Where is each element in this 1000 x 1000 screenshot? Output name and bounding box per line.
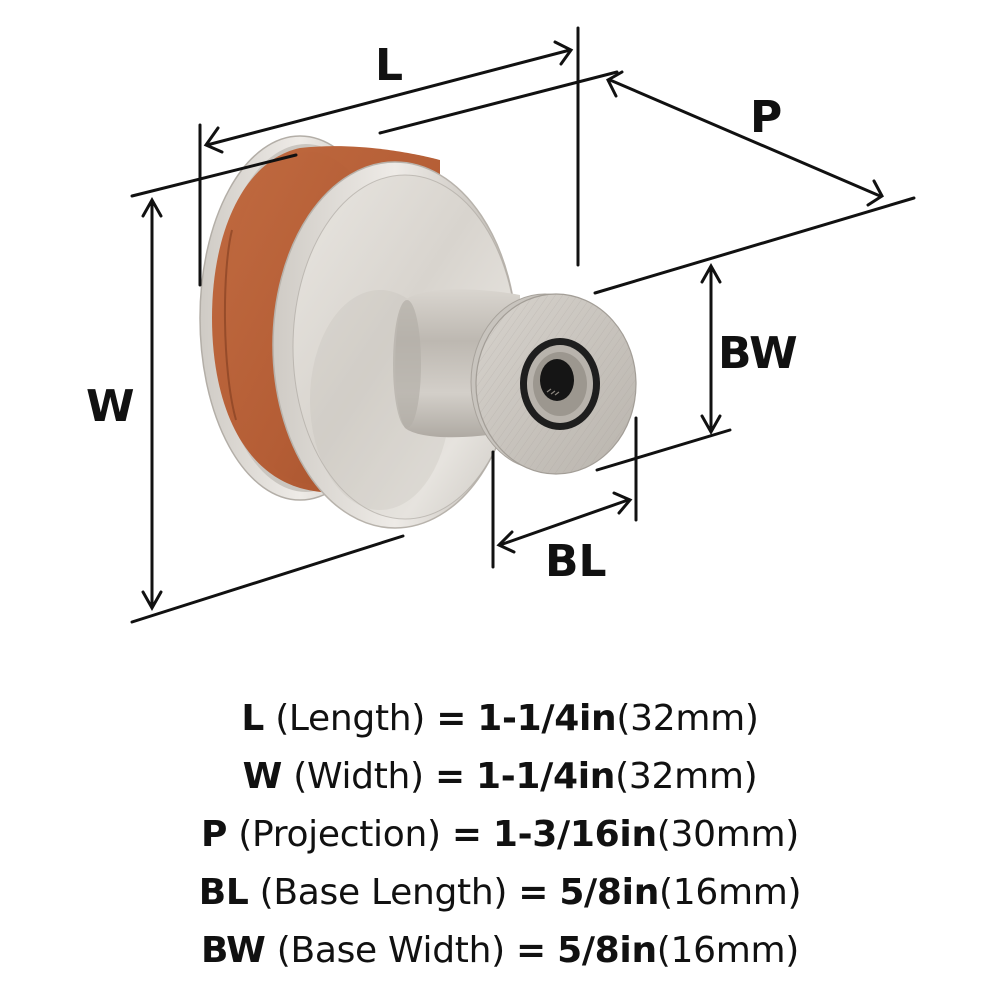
spec-code: BL — [198, 872, 249, 913]
dimension-label-base-length: BL — [545, 536, 607, 587]
spec-metric-value: (16mm) — [659, 872, 802, 913]
dimension-label-base-width: BW — [718, 328, 798, 379]
spec-name: (Width) — [293, 756, 424, 797]
knob-body — [199, 135, 637, 529]
dimension-label-width: W — [86, 381, 135, 432]
knob-dimension-diagram: L P BW W BL — [86, 26, 916, 624]
spec-name: (Length) — [275, 698, 426, 739]
spec-imperial-value: 1-1/4in — [477, 698, 617, 739]
dimension-label-projection: P — [750, 92, 783, 143]
spec-code: BW — [200, 930, 266, 971]
spec-metric-value: (30mm) — [656, 814, 800, 855]
dimension-specs-list: L (Length) = 1-1/4in(32mm) W (Width) = 1… — [0, 690, 1000, 980]
spec-equals: = — [451, 814, 482, 855]
knob-illustration — [130, 26, 916, 624]
spec-code: W — [242, 756, 283, 797]
spec-code: L — [241, 698, 265, 739]
spec-name: (Projection) — [238, 814, 441, 855]
spec-name: (Base Width) — [276, 930, 505, 971]
spec-row-length: L (Length) = 1-1/4in(32mm) — [0, 690, 1000, 748]
spec-row-base-length: BL (Base Length) = 5/8in(16mm) — [0, 864, 1000, 922]
spec-row-width: W (Width) = 1-1/4in(32mm) — [0, 748, 1000, 806]
threaded-hole — [540, 359, 574, 401]
spec-code: P — [200, 814, 228, 855]
spec-imperial-value: 5/8in — [557, 930, 657, 971]
spec-imperial-value: 1-1/4in — [476, 756, 616, 797]
spec-metric-value: (16mm) — [656, 930, 800, 971]
spec-metric-value: (32mm) — [616, 698, 759, 739]
spec-row-projection: P (Projection) = 1-3/16in(30mm) — [0, 806, 1000, 864]
dimension-lines — [130, 26, 916, 624]
spec-equals: = — [436, 698, 467, 739]
spec-equals: = — [518, 872, 549, 913]
spec-equals: = — [434, 756, 465, 797]
spec-metric-value: (32mm) — [615, 756, 758, 797]
spec-name: (Base Length) — [259, 872, 508, 913]
dimension-label-length: L — [375, 40, 404, 91]
spec-equals: = — [516, 930, 546, 971]
spec-imperial-value: 1-3/16in — [492, 814, 657, 855]
spec-row-base-width: BW (Base Width) = 5/8in(16mm) — [0, 922, 1000, 980]
spec-imperial-value: 5/8in — [559, 872, 660, 913]
